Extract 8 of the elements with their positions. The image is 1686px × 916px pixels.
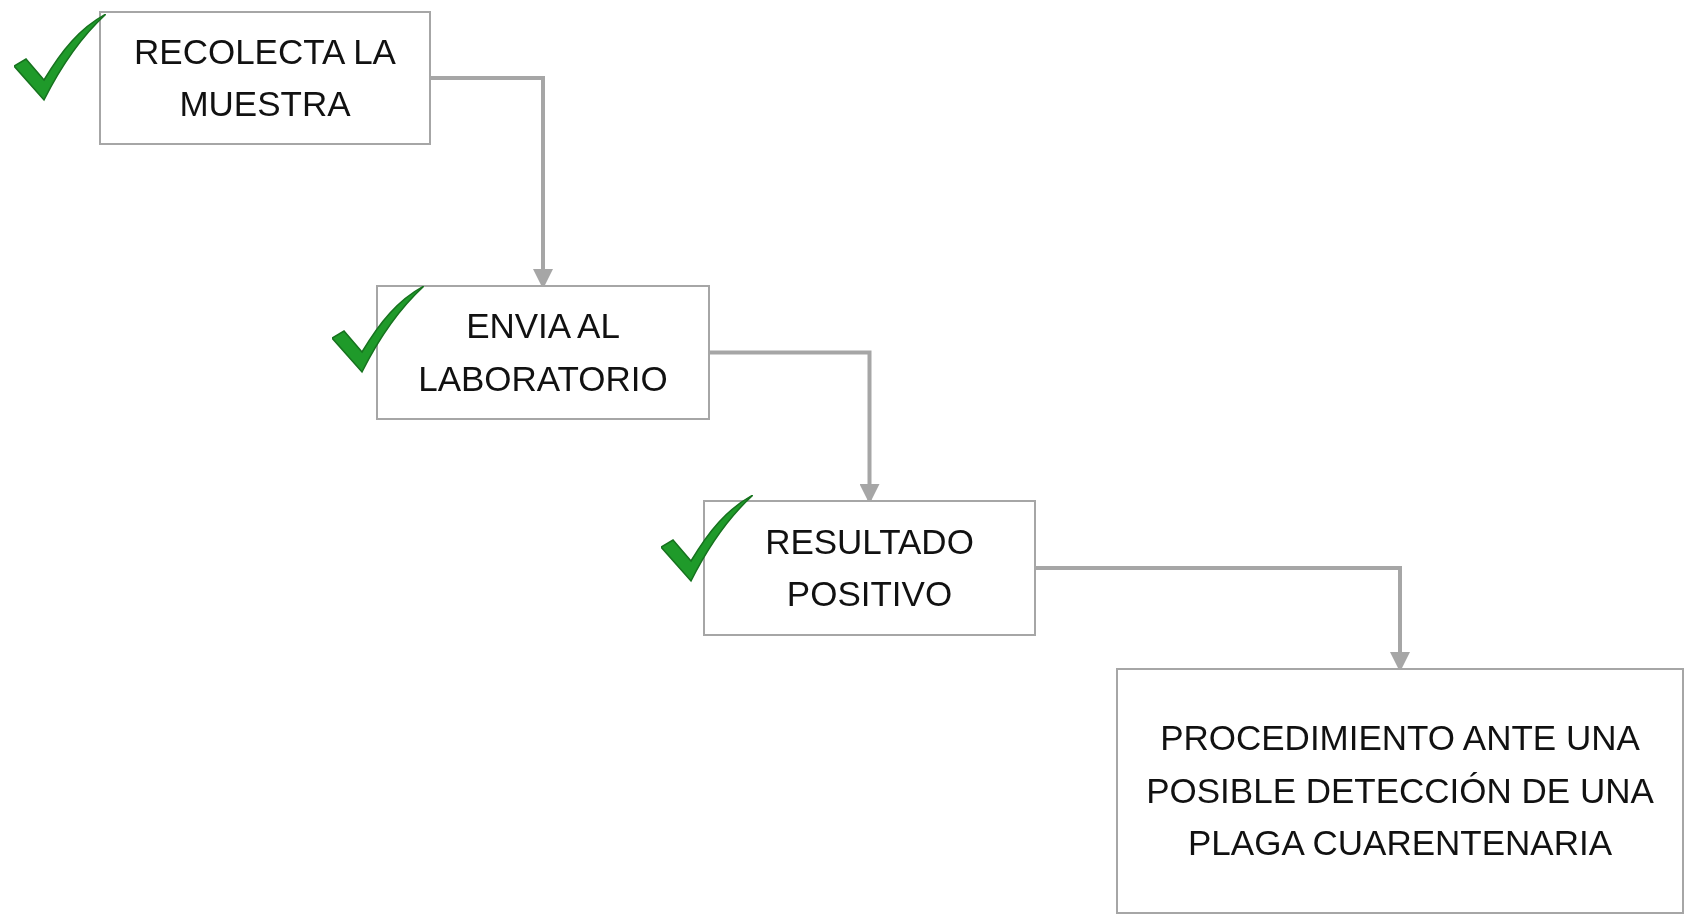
step-label: PROCEDIMIENTO ANTE UNA POSIBLE DETECCIÓN DE UNA PLAGA CUARENTENARIA <box>1145 717 1655 865</box>
step-label: ENVIA AL LABORATORIO <box>417 305 669 400</box>
process-box <box>703 500 1036 636</box>
process-box <box>99 11 431 145</box>
process-box <box>376 285 710 420</box>
process-box <box>1116 668 1684 914</box>
step-label: RESULTADO POSITIVO <box>764 520 975 615</box>
step-label: RECOLECTA LA MUESTRA <box>133 30 397 125</box>
